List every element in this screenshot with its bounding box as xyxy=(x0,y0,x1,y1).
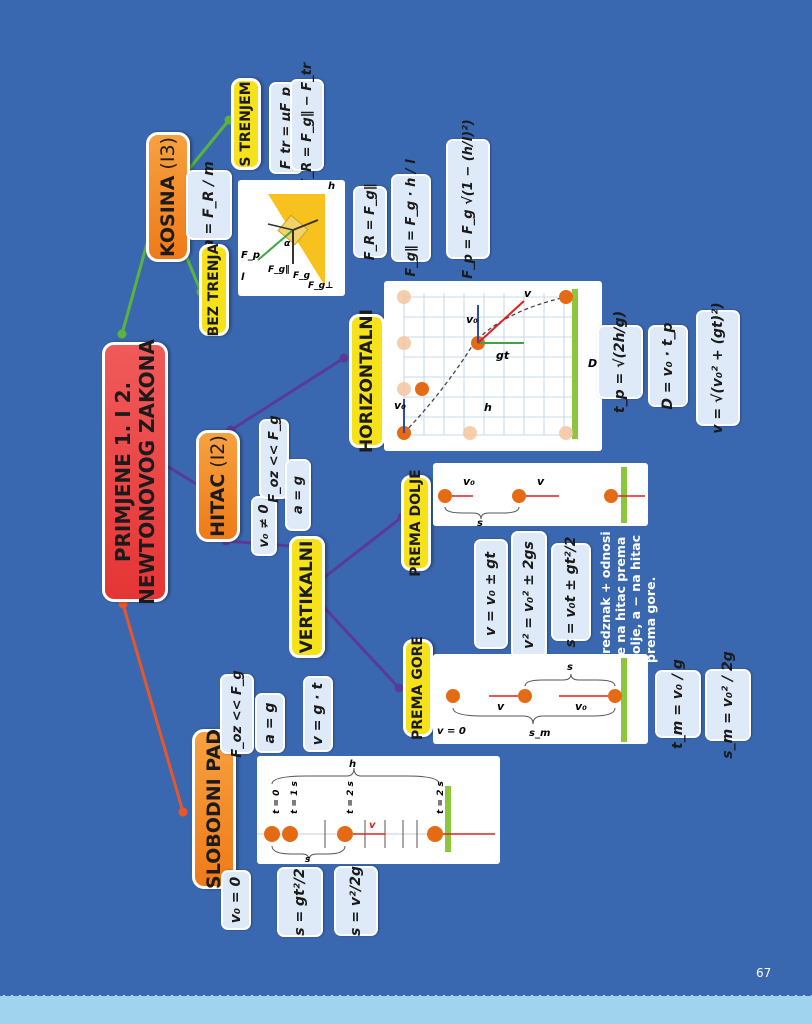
hitac-condition-v0: v₀ ≠ 0 xyxy=(251,496,277,556)
kosina-title: KOSINA xyxy=(157,175,179,257)
bez-trenja-formula-1: F_R = F_g∥ xyxy=(353,184,387,260)
free-fall-label-t2b: t = 2 s xyxy=(436,780,446,814)
root-line-2: NEWTONOVOG ZAKONA xyxy=(135,339,159,605)
prema-dolje-label-v0: v₀ xyxy=(463,475,475,488)
prema-gore-label-v: v xyxy=(497,700,505,713)
horizontal-throw-drawing: v₀ v₀ v gt h D xyxy=(394,287,597,440)
incline-label-alpha: α xyxy=(284,239,291,249)
horizontal-label-v0-mid: v₀ xyxy=(466,313,478,326)
vertikalni-node: VERTIKALNI xyxy=(289,536,325,658)
horizontal-label-h: h xyxy=(484,401,492,414)
horizontalni-node: HORIZONTALNI xyxy=(349,309,385,453)
slobodni-pad-formula-v: v = g · t xyxy=(303,676,333,752)
vertikalni-sign-note-text: Predznak + odnosi se na hitac prema dolj… xyxy=(598,531,658,663)
page-bottom-band xyxy=(0,996,812,1024)
horizontalni-formula-2: D = v₀ · t_p xyxy=(648,322,688,410)
prema-dolje-label-v: v xyxy=(537,475,545,488)
horizontal-throw-figure: v₀ v₀ v gt h D xyxy=(384,281,602,451)
incline-label-fp: F_p xyxy=(241,250,260,261)
slobodni-pad-formula-s1: s = gt²/2 xyxy=(277,867,323,937)
bez-trenja-node: BEZ TRENJA xyxy=(199,244,229,336)
incline-drawing: h l F_p F_g∥ F_g⊥ F_g α xyxy=(241,181,335,291)
vertikalni-formula-1: v = v₀ ± gt xyxy=(474,539,508,649)
prema-dolje-figure: v₀ v s xyxy=(433,463,648,529)
free-fall-label-t2a: t = 2 s xyxy=(346,780,356,814)
incline-label-fg-perp: F_g⊥ xyxy=(308,281,333,291)
s-trenjem-node: S TRENJEM xyxy=(231,78,261,170)
vertikalni-sign-note: Predznak + odnosi se na hitac prema dolj… xyxy=(584,531,672,663)
slobodni-pad-title: SLOBODNI PAD xyxy=(203,729,225,889)
page-number: 67 xyxy=(756,966,772,980)
horizontalni-formula-3: v = √(v₀² + (gt)²) xyxy=(696,302,740,434)
incline-figure: h l F_p F_g∥ F_g⊥ F_g α xyxy=(238,180,345,296)
prema-dolje-drawing: v₀ v s xyxy=(438,467,645,529)
horizontal-label-gt: gt xyxy=(496,349,510,362)
free-fall-label-t0: t = 0 xyxy=(272,790,282,814)
incline-label-l: l xyxy=(241,272,245,283)
horizontal-label-d: D xyxy=(588,357,597,370)
hitac-title: HITAC xyxy=(207,473,229,537)
prema-gore-drawing: v = 0 v v₀ s s_m xyxy=(437,658,627,742)
incline-label-fg-par: F_g∥ xyxy=(268,265,290,275)
prema-gore-label-sm: s_m xyxy=(529,728,550,739)
slobodni-pad-formula-a: a = g xyxy=(255,693,285,753)
kosina-number: (I3) xyxy=(157,137,179,170)
horizontal-label-v: v xyxy=(524,287,532,300)
prema-dolje-label-s: s xyxy=(477,518,483,526)
prema-gore-formula-1: t_m = v₀ / g xyxy=(655,659,701,749)
free-fall-label-v: v xyxy=(369,820,376,831)
prema-gore-formula-2: s_m = v₀² / 2g xyxy=(705,651,751,759)
free-fall-figure: t = 0 t = 1 s t = 2 s t = 2 s h s v xyxy=(257,756,500,865)
vertikalni-formula-2: v² = v₀² ± 2gs xyxy=(511,531,547,659)
hitac-number: (I2) xyxy=(207,435,229,468)
incline-label-h: h xyxy=(328,181,335,192)
kosina-node: KOSINA (I3) xyxy=(146,132,190,262)
prema-gore-figure: v = 0 v v₀ s s_m xyxy=(433,654,648,744)
root-node: PRIMJENE 1. I 2. NEWTONOVOG ZAKONA xyxy=(102,339,168,605)
bez-trenja-formula-2: F_g∥ = F_g · h / l xyxy=(391,159,431,277)
horizontal-label-v0: v₀ xyxy=(394,399,406,412)
s-trenjem-formula-2: F_R = F_g∥ − F_tr xyxy=(290,63,324,187)
slobodni-pad-connector xyxy=(121,603,185,813)
free-fall-label-h: h xyxy=(349,759,356,770)
slobodni-pad-formula-s2: s = v²/2g xyxy=(334,866,378,936)
prema-gore-label-s: s xyxy=(567,662,573,673)
kosina-accel-formula: a = F_R / m xyxy=(186,161,232,249)
prema-gore-label-v0: v₀ xyxy=(575,700,587,713)
slobodni-pad-formula-v0: v₀ = 0 xyxy=(221,870,251,930)
hitac-node: HITAC (I2) xyxy=(196,430,240,542)
prema-gore-label-v-zero: v = 0 xyxy=(437,726,466,737)
free-fall-label-s: s xyxy=(305,855,311,864)
slobodni-pad-formula-foz: F_oz << F_g xyxy=(220,670,254,758)
hitac-condition-a: a = g xyxy=(285,459,311,531)
free-fall-label-t1: t = 1 s xyxy=(290,780,300,814)
incline-label-fg: F_g xyxy=(293,271,311,281)
horizontalni-formula-1: t_p = √(2h/g) xyxy=(597,311,643,413)
free-fall-drawing: t = 0 t = 1 s t = 2 s t = 2 s h s v xyxy=(257,759,495,865)
root-line-1: PRIMJENE 1. I 2. xyxy=(111,381,135,563)
prema-gore-node: PREMA GORE xyxy=(403,636,433,740)
bez-trenja-formula-3: F_p = F_g √(1 − (h/l)²) xyxy=(446,119,490,279)
prema-dolje-node: PREMA DOLJE xyxy=(401,469,431,577)
